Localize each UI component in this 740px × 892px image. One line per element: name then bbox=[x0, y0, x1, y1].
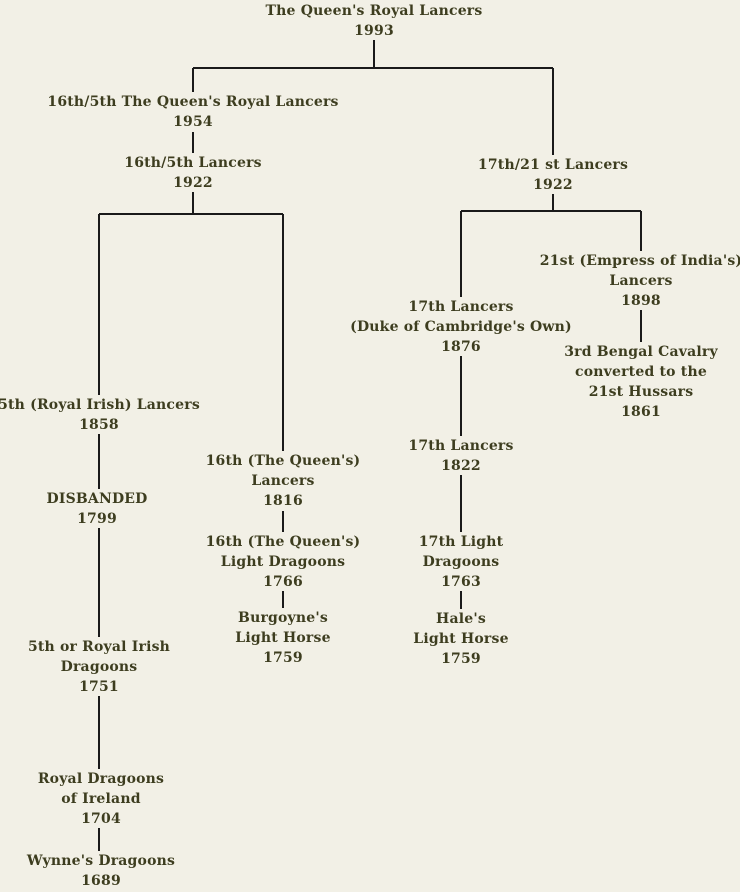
node-label-line: DISBANDED bbox=[46, 491, 148, 507]
node-label-line: 1822 bbox=[441, 458, 481, 474]
node-label-line: 1816 bbox=[263, 493, 303, 509]
node-label-line: 5th or Royal Irish bbox=[27, 639, 171, 655]
node-wynnes-dragoons: Wynne's Dragoons 1689 bbox=[27, 851, 175, 891]
node-16th-queens-light-dragoons: 16th (The Queen's) Light Dragoons 1766 bbox=[206, 532, 361, 592]
node-queens-royal-lancers: The Queen's Royal Lancers 1993 bbox=[266, 1, 483, 41]
node-label-line: 17th Lancers bbox=[408, 299, 514, 315]
node-label-line: 1954 bbox=[173, 114, 213, 130]
node-3rd-bengal-cavalry: 3rd Bengal Cavalry converted to the 21st H… bbox=[564, 342, 718, 422]
node-label-line: 5th (Royal Irish) Lancers bbox=[0, 397, 200, 413]
node-label-line: 16th (The Queen's) bbox=[205, 534, 361, 550]
node-17th-lancers-duke-of-cambridges-own: 17th Lancers (Duke of Cambridge's Own) 187… bbox=[350, 297, 572, 357]
node-5th-royal-irish-lancers: 5th (Royal Irish) Lancers 1858 bbox=[0, 395, 200, 435]
node-label-line: 1704 bbox=[81, 811, 121, 827]
node-17th-lancers: 17th Lancers 1822 bbox=[408, 436, 513, 476]
node-label-line: Royal Dragoons bbox=[37, 771, 165, 787]
16-5-branch bbox=[98, 192, 284, 451]
node-label-line: 1898 bbox=[621, 293, 661, 309]
17-21-branch bbox=[460, 194, 642, 297]
node-label-line: Dragoons bbox=[60, 659, 138, 675]
node-label-line: 21st Hussars bbox=[588, 384, 694, 400]
node-label-line: Lancers bbox=[609, 273, 673, 289]
node-label-line: 1763 bbox=[441, 574, 481, 590]
node-label-line: 1876 bbox=[441, 339, 481, 355]
node-label-line: 1858 bbox=[79, 417, 119, 433]
node-label-line: 1861 bbox=[621, 404, 661, 420]
node-label-line: 3rd Bengal Cavalry bbox=[564, 344, 718, 360]
node-label-line: The Queen's Royal Lancers bbox=[265, 3, 483, 19]
node-label-line: Wynne's Dragoons bbox=[26, 853, 176, 869]
node-label-line: 17th Lancers bbox=[408, 438, 514, 454]
node-label-line: 1751 bbox=[79, 679, 119, 695]
node-label-line: of Ireland bbox=[61, 791, 141, 807]
node-label-line: 1759 bbox=[263, 650, 303, 666]
node-disbanded: DISBANDED 1799 bbox=[46, 489, 147, 529]
node-label-line: 17th Light bbox=[418, 534, 504, 550]
node-label-line: Light Dragoons bbox=[220, 554, 346, 570]
node-label-line: Lancers bbox=[251, 473, 315, 489]
node-21st-empress-of-indias-lancers: 21st (Empress of India's) Lancers 1898 bbox=[540, 251, 740, 311]
node-label-line: Light Horse bbox=[235, 630, 331, 646]
node-royal-dragoons-of-ireland: Royal Dragoons of Ireland 1704 bbox=[38, 769, 164, 829]
node-label-line: 17th/21 st Lancers bbox=[477, 157, 629, 173]
node-16th-5th-lancers: 16th/5th Lancers 1922 bbox=[124, 153, 262, 193]
node-label-line: 16th/5th Lancers bbox=[124, 155, 262, 171]
node-label-line: 1922 bbox=[533, 177, 573, 193]
node-label-line: 1766 bbox=[263, 574, 303, 590]
node-17th-21st-lancers: 17th/21 st Lancers 1922 bbox=[478, 155, 628, 195]
node-label-line: Hale's bbox=[436, 611, 486, 627]
node-label-line: 1759 bbox=[441, 651, 481, 667]
node-label-line: 1993 bbox=[354, 23, 394, 39]
node-label-line: 1922 bbox=[173, 175, 213, 191]
node-label-line: 16th (The Queen's) bbox=[205, 453, 361, 469]
node-label-line: converted to the bbox=[575, 364, 707, 380]
node-16th-5th-queens-royal-lancers: 16th/5th The Queen's Royal Lancers 1954 bbox=[47, 92, 338, 132]
node-label-line: 21st (Empress of India's) bbox=[539, 253, 740, 269]
node-label-line: 1689 bbox=[81, 873, 121, 889]
node-16th-queens-lancers: 16th (The Queen's) Lancers 1816 bbox=[206, 451, 361, 511]
node-label-line: Light Horse bbox=[413, 631, 509, 647]
node-label-line: 1799 bbox=[77, 511, 117, 527]
root-connector bbox=[192, 40, 554, 155]
node-label-line: (Duke of Cambridge's Own) bbox=[350, 319, 572, 335]
node-label-line: 16th/5th The Queen's Royal Lancers bbox=[47, 94, 339, 110]
node-label-line: Burgoyne's bbox=[238, 610, 328, 626]
node-label-line: Dragoons bbox=[422, 554, 500, 570]
